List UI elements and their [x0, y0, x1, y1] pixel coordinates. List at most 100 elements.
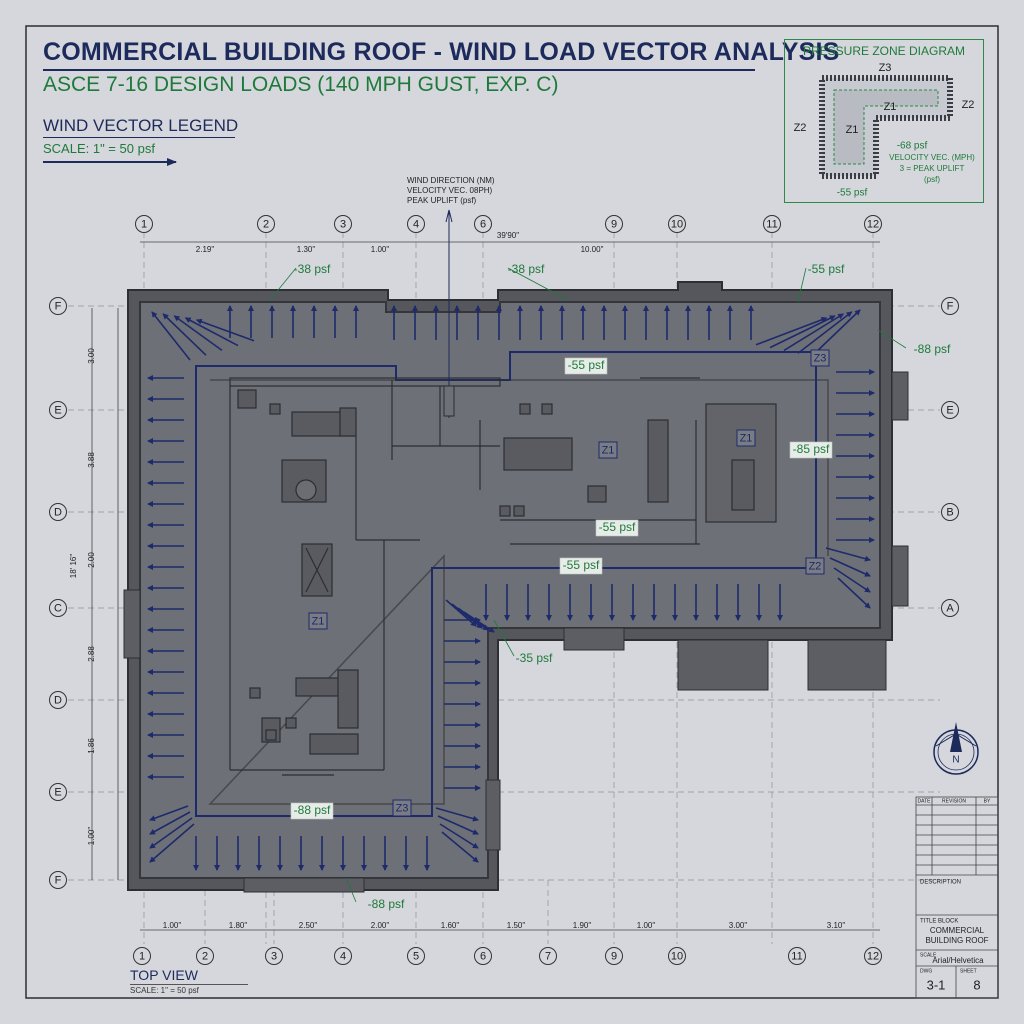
pzd-pressure-55: -55 psf: [837, 188, 868, 199]
drawing-title: COMMERCIAL BUILDING ROOF - WIND LOAD VEC…: [43, 38, 840, 66]
sheet-border: [25, 25, 999, 999]
zone-label-box-5: [392, 799, 412, 817]
grid-left-6-bubble: [49, 871, 67, 889]
grid-top-4-bubble: [407, 215, 425, 233]
pzd-note-1: VELOCITY VEC. (MPH): [889, 153, 975, 162]
left-dim-2: 2.00: [87, 552, 96, 568]
grid-left-3-bubble: [49, 599, 67, 617]
grid-right-F: F: [947, 300, 954, 312]
grid-bottom-7-bubble: [539, 947, 557, 965]
grid-right-A-bubble: [941, 599, 959, 617]
zone-label-box-4: [308, 612, 328, 630]
zone-label-2: Z1: [740, 432, 753, 444]
left-overall-dim: 18' 16": [69, 554, 78, 579]
drawing-subtitle: ASCE 7-16 DESIGN LOADS (140 MPH GUST, EX…: [43, 73, 559, 96]
grid-left-4-bubble: [49, 691, 67, 709]
north-arrow: [933, 722, 979, 775]
title-block: [915, 796, 999, 999]
pressure-label-9: -55 psf: [808, 262, 845, 276]
top-dim-3: 10.00": [581, 245, 604, 254]
wind-note-line1: WIND DIRECTION (NM): [407, 176, 495, 185]
pzd-zone-z2-left: Z2: [794, 122, 807, 134]
pressure-label-bg-6: [559, 557, 603, 575]
grid-bottom-6-bubble: [474, 947, 492, 965]
title-block-description: DESCRIPTION: [920, 880, 961, 886]
grid-bottom-11-bubble: [788, 947, 806, 965]
grid-bottom-7: 7: [545, 950, 551, 962]
grid-top-12: 12: [867, 218, 879, 230]
grid-bottom-5: 5: [413, 950, 419, 962]
top-dim-1: 1.30": [297, 245, 316, 254]
bottom-dim-2: 2.50": [299, 921, 318, 930]
pressure-leader-5: [345, 877, 357, 903]
grid-left-3: C: [54, 602, 62, 614]
bottom-dim-1: 1.80": [229, 921, 248, 930]
left-dim-4: 1.86: [87, 738, 96, 754]
grid-top-6-bubble: [474, 215, 492, 233]
grid-left-2-bubble: [49, 503, 67, 521]
pressure-zone-diagram: PRESSURE ZONE DIAGRAM: [784, 39, 984, 203]
roof-equipment: [229, 377, 777, 776]
pressure-zone-diagram-plan: [819, 75, 953, 179]
pzd-zone-z1-top: Z1: [884, 101, 897, 113]
top-view-underline: [130, 984, 248, 985]
grid-bottom-2-bubble: [196, 947, 214, 965]
zone-label-4: Z1: [312, 615, 325, 627]
grid-right-E: E: [946, 404, 953, 416]
grid-right-F-bubble: [941, 297, 959, 315]
pressure-label-6: -55 psf: [563, 558, 600, 572]
zone-label-box-0: [810, 349, 830, 367]
grid-top-1-bubble: [135, 215, 153, 233]
pressure-leader-1: [507, 267, 569, 301]
grid-top-6: 6: [480, 218, 486, 230]
pressure-leader-4: [493, 619, 515, 657]
left-dim-0: 3.00: [87, 348, 96, 364]
bottom-dim-0: 1.00": [163, 921, 182, 930]
pressure-leader-3: [797, 267, 807, 303]
left-dim-5: 1.00": [87, 827, 96, 846]
grid-bottom-11: 11: [791, 950, 802, 962]
grid-left-1-bubble: [49, 401, 67, 419]
grid-bottom-1: 1: [139, 950, 145, 962]
grid-bottom-9: 9: [611, 950, 617, 962]
grid-bottom-6: 6: [480, 950, 486, 962]
left-dim-3: 2.88: [87, 646, 96, 662]
zone-label-box-2: [736, 429, 756, 447]
grid-right-A: A: [946, 602, 954, 614]
pressure-zone-diagram-title: PRESSURE ZONE DIAGRAM: [802, 44, 966, 58]
pressure-label-4: -55 psf: [599, 520, 636, 534]
roof-outline: [123, 281, 909, 893]
pressure-label-5: -85 psf: [793, 442, 830, 456]
pzd-zone-z3: Z3: [879, 62, 892, 74]
pzd-zone-z2-right: Z2: [962, 99, 975, 111]
pressure-leader-2: [877, 329, 907, 349]
grid-right-B-bubble: [941, 503, 959, 521]
zone-label-5: Z3: [396, 802, 409, 814]
title-block-date: DATE: [918, 798, 932, 804]
grid-left-0: F: [55, 300, 62, 312]
grid-bottom-3: 3: [271, 950, 277, 962]
title-block-sheet-number: 8: [973, 977, 980, 992]
bottom-dim-7: 1.00": [637, 921, 656, 930]
grid-right-B: B: [946, 506, 953, 518]
bottom-dim-5: 1.50": [507, 921, 526, 930]
pzd-zone-z1-left: Z1: [846, 124, 859, 136]
grid-left-2: D: [54, 506, 62, 518]
title-block-scale-label: SCALE: [920, 952, 937, 958]
zone-label-box-3: [805, 557, 825, 575]
top-view-label: TOP VIEW: [130, 967, 198, 983]
grid-top-2-bubble: [257, 215, 275, 233]
grid-right-E-bubble: [941, 401, 959, 419]
pzd-note-2: 3 = PEAK UPLIFT: [900, 164, 965, 173]
grid-bottom-9-bubble: [605, 947, 623, 965]
top-overall-dim: 39'90": [497, 231, 519, 240]
wind-note-line3: PEAK UPLIFT (psf): [407, 196, 477, 205]
grid-top-12-bubble: [864, 215, 882, 233]
wind-direction-note: WIND DIRECTION (NM) VELOCITY VEC. 08PH) …: [407, 176, 495, 206]
pzd-pressure-68: -68 psf: [897, 141, 928, 152]
north-label: N: [952, 755, 959, 766]
title-block-dwg-label: DWG: [920, 968, 932, 974]
bottom-dim-4: 1.60": [441, 921, 460, 930]
grid-top-9: 9: [611, 218, 617, 230]
